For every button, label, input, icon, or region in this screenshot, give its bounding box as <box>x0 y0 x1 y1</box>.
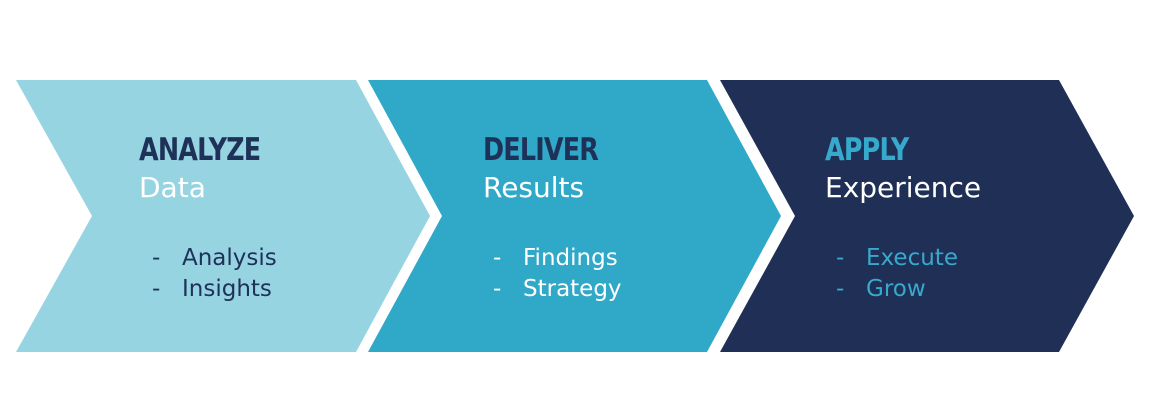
list-item-label: Findings <box>523 245 618 271</box>
bullet-dash: - <box>836 276 845 302</box>
list-item-label: Grow <box>866 276 926 302</box>
chevron-deliver <box>368 80 781 352</box>
stage-item-list: -Analysis -Insights <box>152 243 277 305</box>
bullet-dash: - <box>493 245 502 271</box>
stage-subheading: Experience <box>825 171 982 204</box>
stage-heading: APPLY <box>825 132 909 168</box>
list-item: -Grow <box>836 274 958 305</box>
stage-heading: DELIVER <box>483 132 599 168</box>
list-item: -Insights <box>152 274 277 305</box>
list-item-label: Analysis <box>182 245 277 271</box>
stage-subheading: Results <box>483 171 585 204</box>
bullet-dash: - <box>836 245 845 271</box>
bullet-dash: - <box>152 245 161 271</box>
list-item: -Execute <box>836 243 958 274</box>
list-item: -Findings <box>493 243 622 274</box>
bullet-dash: - <box>152 276 161 302</box>
list-item: -Strategy <box>493 274 622 305</box>
list-item-label: Insights <box>182 276 272 302</box>
chevron-analyze <box>16 80 430 352</box>
list-item-label: Execute <box>866 245 958 271</box>
stage-item-list: -Execute -Grow <box>836 243 958 305</box>
stage-item-list: -Findings -Strategy <box>493 243 622 305</box>
stage-subheading: Data <box>139 171 206 204</box>
list-item: -Analysis <box>152 243 277 274</box>
stage-heading: ANALYZE <box>139 132 261 168</box>
chevron-apply <box>720 80 1134 352</box>
list-item-label: Strategy <box>523 276 622 302</box>
bullet-dash: - <box>493 276 502 302</box>
